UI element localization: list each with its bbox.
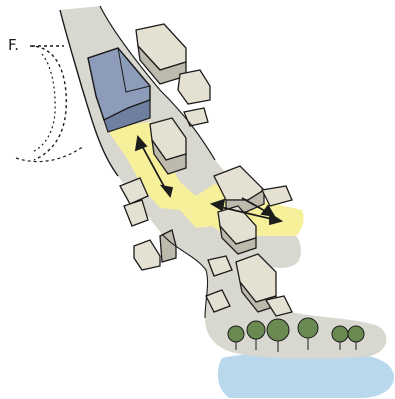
street-edge-right [99, 5, 216, 161]
street-edge-left-lower [15, 145, 85, 163]
tree-icon [227, 317, 365, 352]
corner-label: F. [8, 36, 19, 54]
side-road-edge-outer [31, 53, 56, 153]
street-edge-left [59, 9, 119, 177]
water-body [217, 351, 394, 398]
side-road-edge [29, 45, 67, 161]
arrow-icon [134, 134, 284, 226]
tower-icon [87, 47, 151, 133]
street-edge-bottom [161, 233, 209, 319]
building-icon [119, 23, 293, 317]
